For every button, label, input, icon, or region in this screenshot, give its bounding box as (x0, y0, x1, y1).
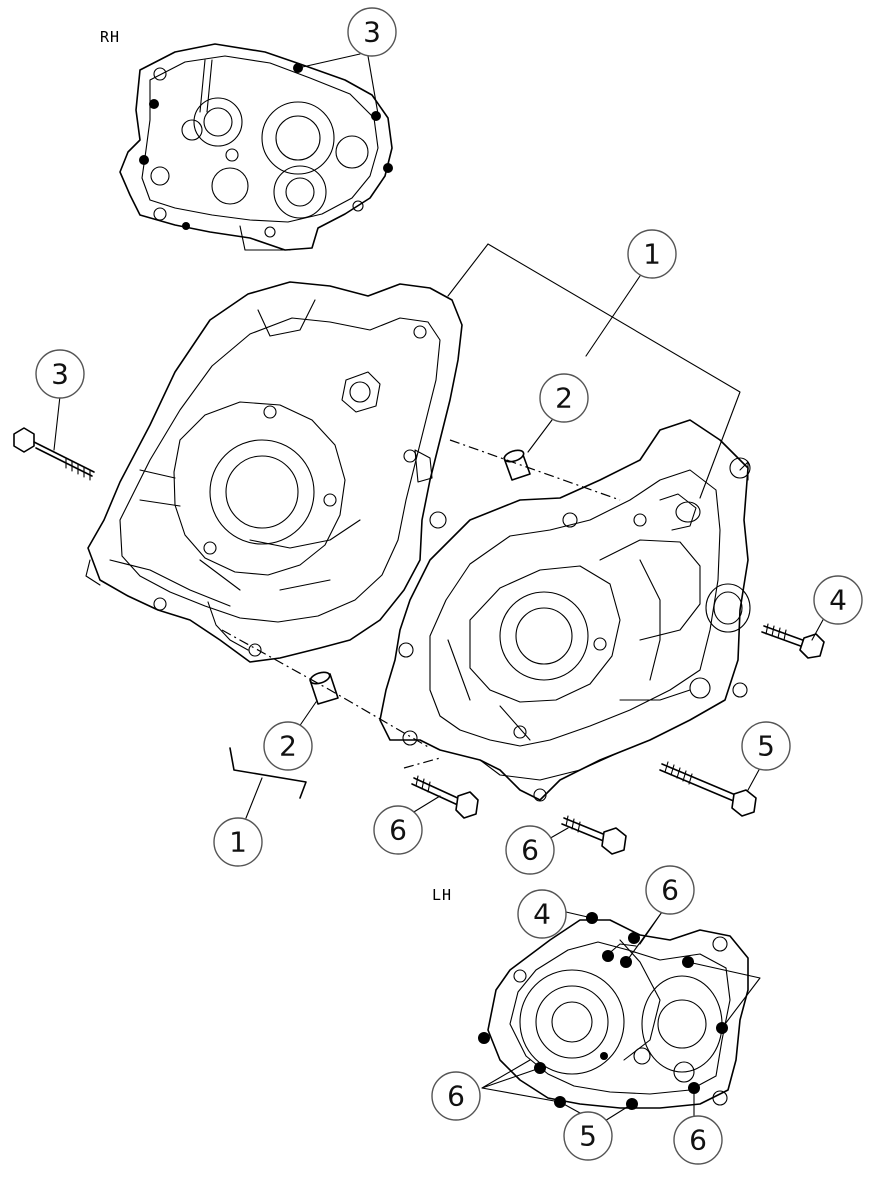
callout-low-6: 6 (505, 825, 555, 875)
callout-number: 3 (363, 16, 381, 49)
bolt-left-3 (13, 427, 95, 481)
callout-number: 6 (661, 874, 679, 907)
callout-number: 1 (229, 826, 247, 859)
callout-lh-5: 5 (563, 1111, 613, 1161)
callout-lh-4: 4 (517, 889, 567, 939)
callout-right-5: 5 (741, 721, 791, 771)
callout-bottom-1: 1 (213, 817, 263, 867)
callout-bottom-2: 2 (263, 721, 313, 771)
callout-number: 4 (829, 584, 847, 617)
callout-number: 2 (279, 730, 297, 763)
callout-lh-6-left: 6 (431, 1071, 481, 1121)
callout-lh-6-bottom: 6 (673, 1115, 723, 1165)
callout-number: 6 (447, 1080, 465, 1113)
callout-mid-6: 6 (373, 805, 423, 855)
dowel-pin-bottom (309, 671, 339, 705)
callout-top-1: 1 (627, 229, 677, 279)
callout-number: 3 (51, 358, 69, 391)
bolt-right-4 (761, 623, 825, 659)
callout-number: 6 (689, 1124, 707, 1157)
dowel-pin-top (503, 449, 531, 481)
callout-number: 6 (389, 814, 407, 847)
callout-number: 4 (533, 898, 551, 931)
callout-number: 1 (643, 238, 661, 271)
callout-lh-6-top: 6 (645, 865, 695, 915)
leader-lines (53, 53, 825, 1123)
centerline-bolt (403, 757, 441, 769)
callout-left-3: 3 (35, 349, 85, 399)
callout-number: 5 (579, 1120, 597, 1153)
bolt-right-5 (659, 761, 757, 817)
callout-number: 2 (555, 382, 573, 415)
lh-crankcase-inset: LH (432, 886, 761, 1125)
lh-crankcase-half (379, 419, 751, 802)
bolt-mid-6 (411, 775, 479, 819)
rh-crankcase-inset: RH (100, 28, 393, 251)
callout-top-2: 2 (539, 373, 589, 423)
callout-number: 6 (521, 834, 539, 867)
callout-right-4: 4 (813, 575, 863, 625)
lh-label: LH (432, 886, 452, 904)
rh-crankcase-half (85, 281, 463, 663)
callout-rh-3: 3 (347, 7, 397, 57)
callout-number: 5 (757, 730, 775, 763)
rh-label: RH (100, 28, 120, 46)
bolt-low-6 (561, 815, 627, 855)
centerline-bottom (221, 629, 431, 749)
